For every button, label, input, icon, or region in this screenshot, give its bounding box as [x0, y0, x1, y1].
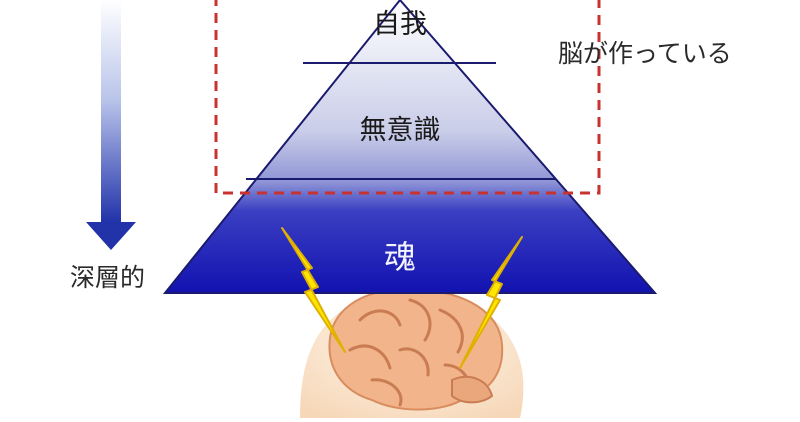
lightning-bolt-icon [281, 227, 346, 353]
annotation-depth: 深層的 [70, 263, 146, 292]
down-arrow-icon [86, 0, 136, 250]
layer-label-self: 自我 [373, 9, 427, 40]
lightning-bolt-icon [459, 236, 523, 369]
brain-icon [328, 288, 504, 411]
layer-label-soul: 魂 [383, 238, 416, 276]
pyramid [162, 0, 658, 294]
annotation-brain-made: 脳が作っている [558, 39, 732, 68]
dashed-region-box [214, 0, 601, 195]
layer-label-unconscious: 無意識 [359, 115, 441, 146]
